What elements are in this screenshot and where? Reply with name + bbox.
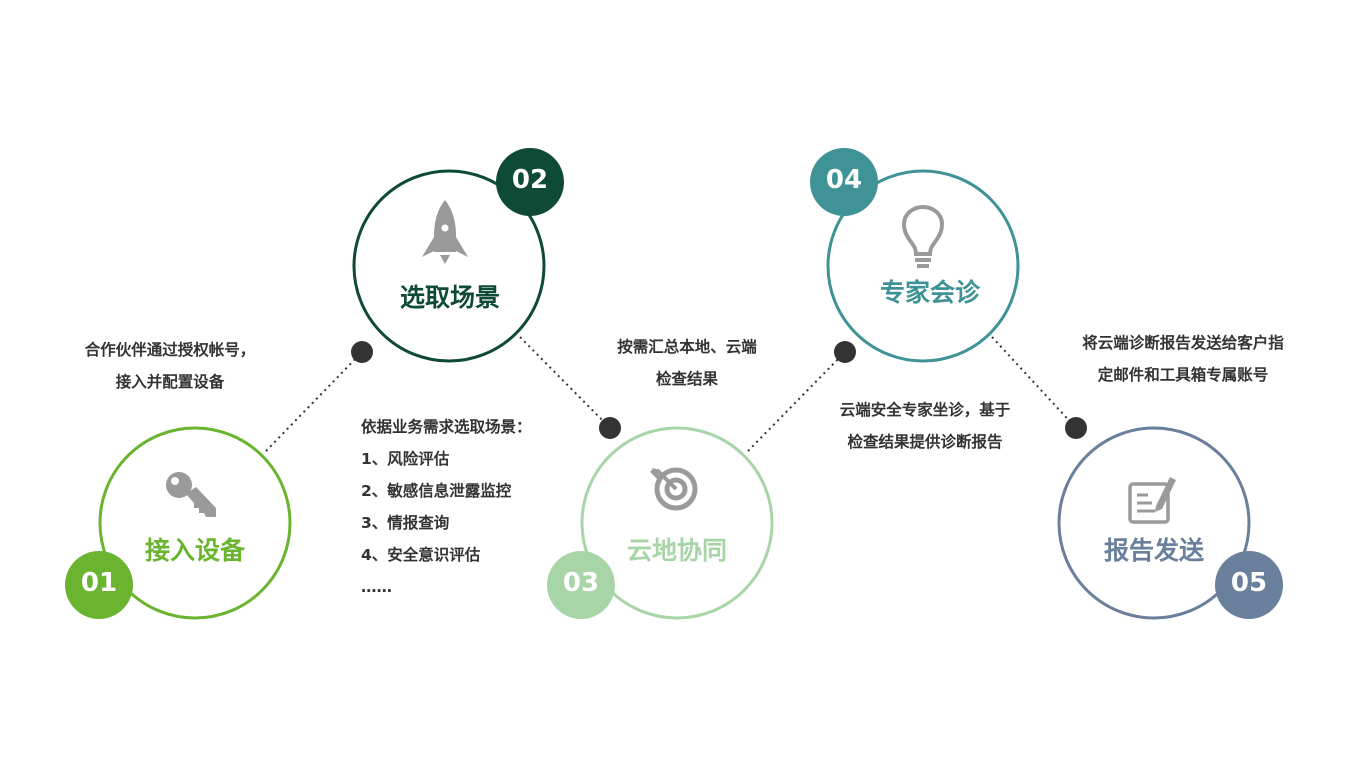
description-line: 依据业务需求选取场景： xyxy=(361,418,532,436)
step-3-ring xyxy=(580,426,774,620)
step-2-description: 依据业务需求选取场景： 1、风险评估 2、敏感信息泄露监控 3、情报查询 4、安… xyxy=(361,411,591,603)
step-5-ring xyxy=(1057,426,1251,620)
key-icon xyxy=(166,472,216,517)
step-1-title: 接入设备 xyxy=(144,536,245,565)
report-edit-icon xyxy=(1128,477,1176,524)
description-line: 检查结果提供诊断报告 xyxy=(847,433,1003,451)
description-line: 接入并配置设备 xyxy=(115,373,225,391)
description-line: …… xyxy=(361,578,392,596)
connector-dot xyxy=(1065,417,1087,439)
step-5-badge xyxy=(1215,551,1283,619)
connector-dot xyxy=(351,341,373,363)
step-4-ring xyxy=(826,169,1020,363)
step-2-title: 选取场景 xyxy=(399,283,500,312)
lightbulb-icon xyxy=(901,204,945,268)
step-5-title: 报告发送 xyxy=(1103,536,1204,565)
step-3-title: 云地协同 xyxy=(626,536,727,565)
step-2-number: 02 xyxy=(511,165,549,195)
step-1-number: 01 xyxy=(80,568,118,598)
description-line: 云端安全专家坐诊，基于 xyxy=(839,401,1011,419)
step-4-badge xyxy=(810,148,878,216)
description-line: 定邮件和工具箱专属账号 xyxy=(1097,366,1269,384)
description-line: 将云端诊断报告发送给客户指 xyxy=(1082,334,1284,352)
description-line: 4、安全意识评估 xyxy=(361,546,481,564)
step-3-badge xyxy=(547,551,615,619)
step-2-badge xyxy=(496,148,564,216)
step-4-title: 专家会诊 xyxy=(879,278,980,307)
connector-dot xyxy=(599,417,621,439)
step-1-ring xyxy=(98,426,292,620)
target-icon xyxy=(650,467,698,511)
connector-3-4 xyxy=(747,351,846,452)
connector-dot xyxy=(834,341,856,363)
description-line: 按需汇总本地、云端 xyxy=(617,338,757,356)
step-5-description: 将云端诊断报告发送给客户指 定邮件和工具箱专属账号 xyxy=(1058,327,1308,391)
connector-4-5 xyxy=(991,336,1077,429)
step-3-number: 03 xyxy=(562,568,600,598)
description-line: 2、敏感信息泄露监控 xyxy=(361,482,512,500)
description-line: 1、风险评估 xyxy=(361,450,450,468)
step-1-badge xyxy=(65,551,133,619)
description-line: 3、情报查询 xyxy=(361,514,450,532)
rocket-icon xyxy=(422,200,468,264)
description-line: 合作伙伴通过授权帐号， xyxy=(84,341,256,359)
step-5-number: 05 xyxy=(1230,568,1268,598)
step-3-description: 按需汇总本地、云端 检查结果 xyxy=(582,331,792,395)
step-2-ring xyxy=(352,169,546,363)
step-1-description: 合作伙伴通过授权帐号， 接入并配置设备 xyxy=(52,334,288,398)
description-line: 检查结果 xyxy=(655,370,718,388)
connector-1-2 xyxy=(265,351,363,452)
step-4-number: 04 xyxy=(825,165,863,195)
step-4-description: 云端安全专家坐诊，基于 检查结果提供诊断报告 xyxy=(810,394,1040,458)
